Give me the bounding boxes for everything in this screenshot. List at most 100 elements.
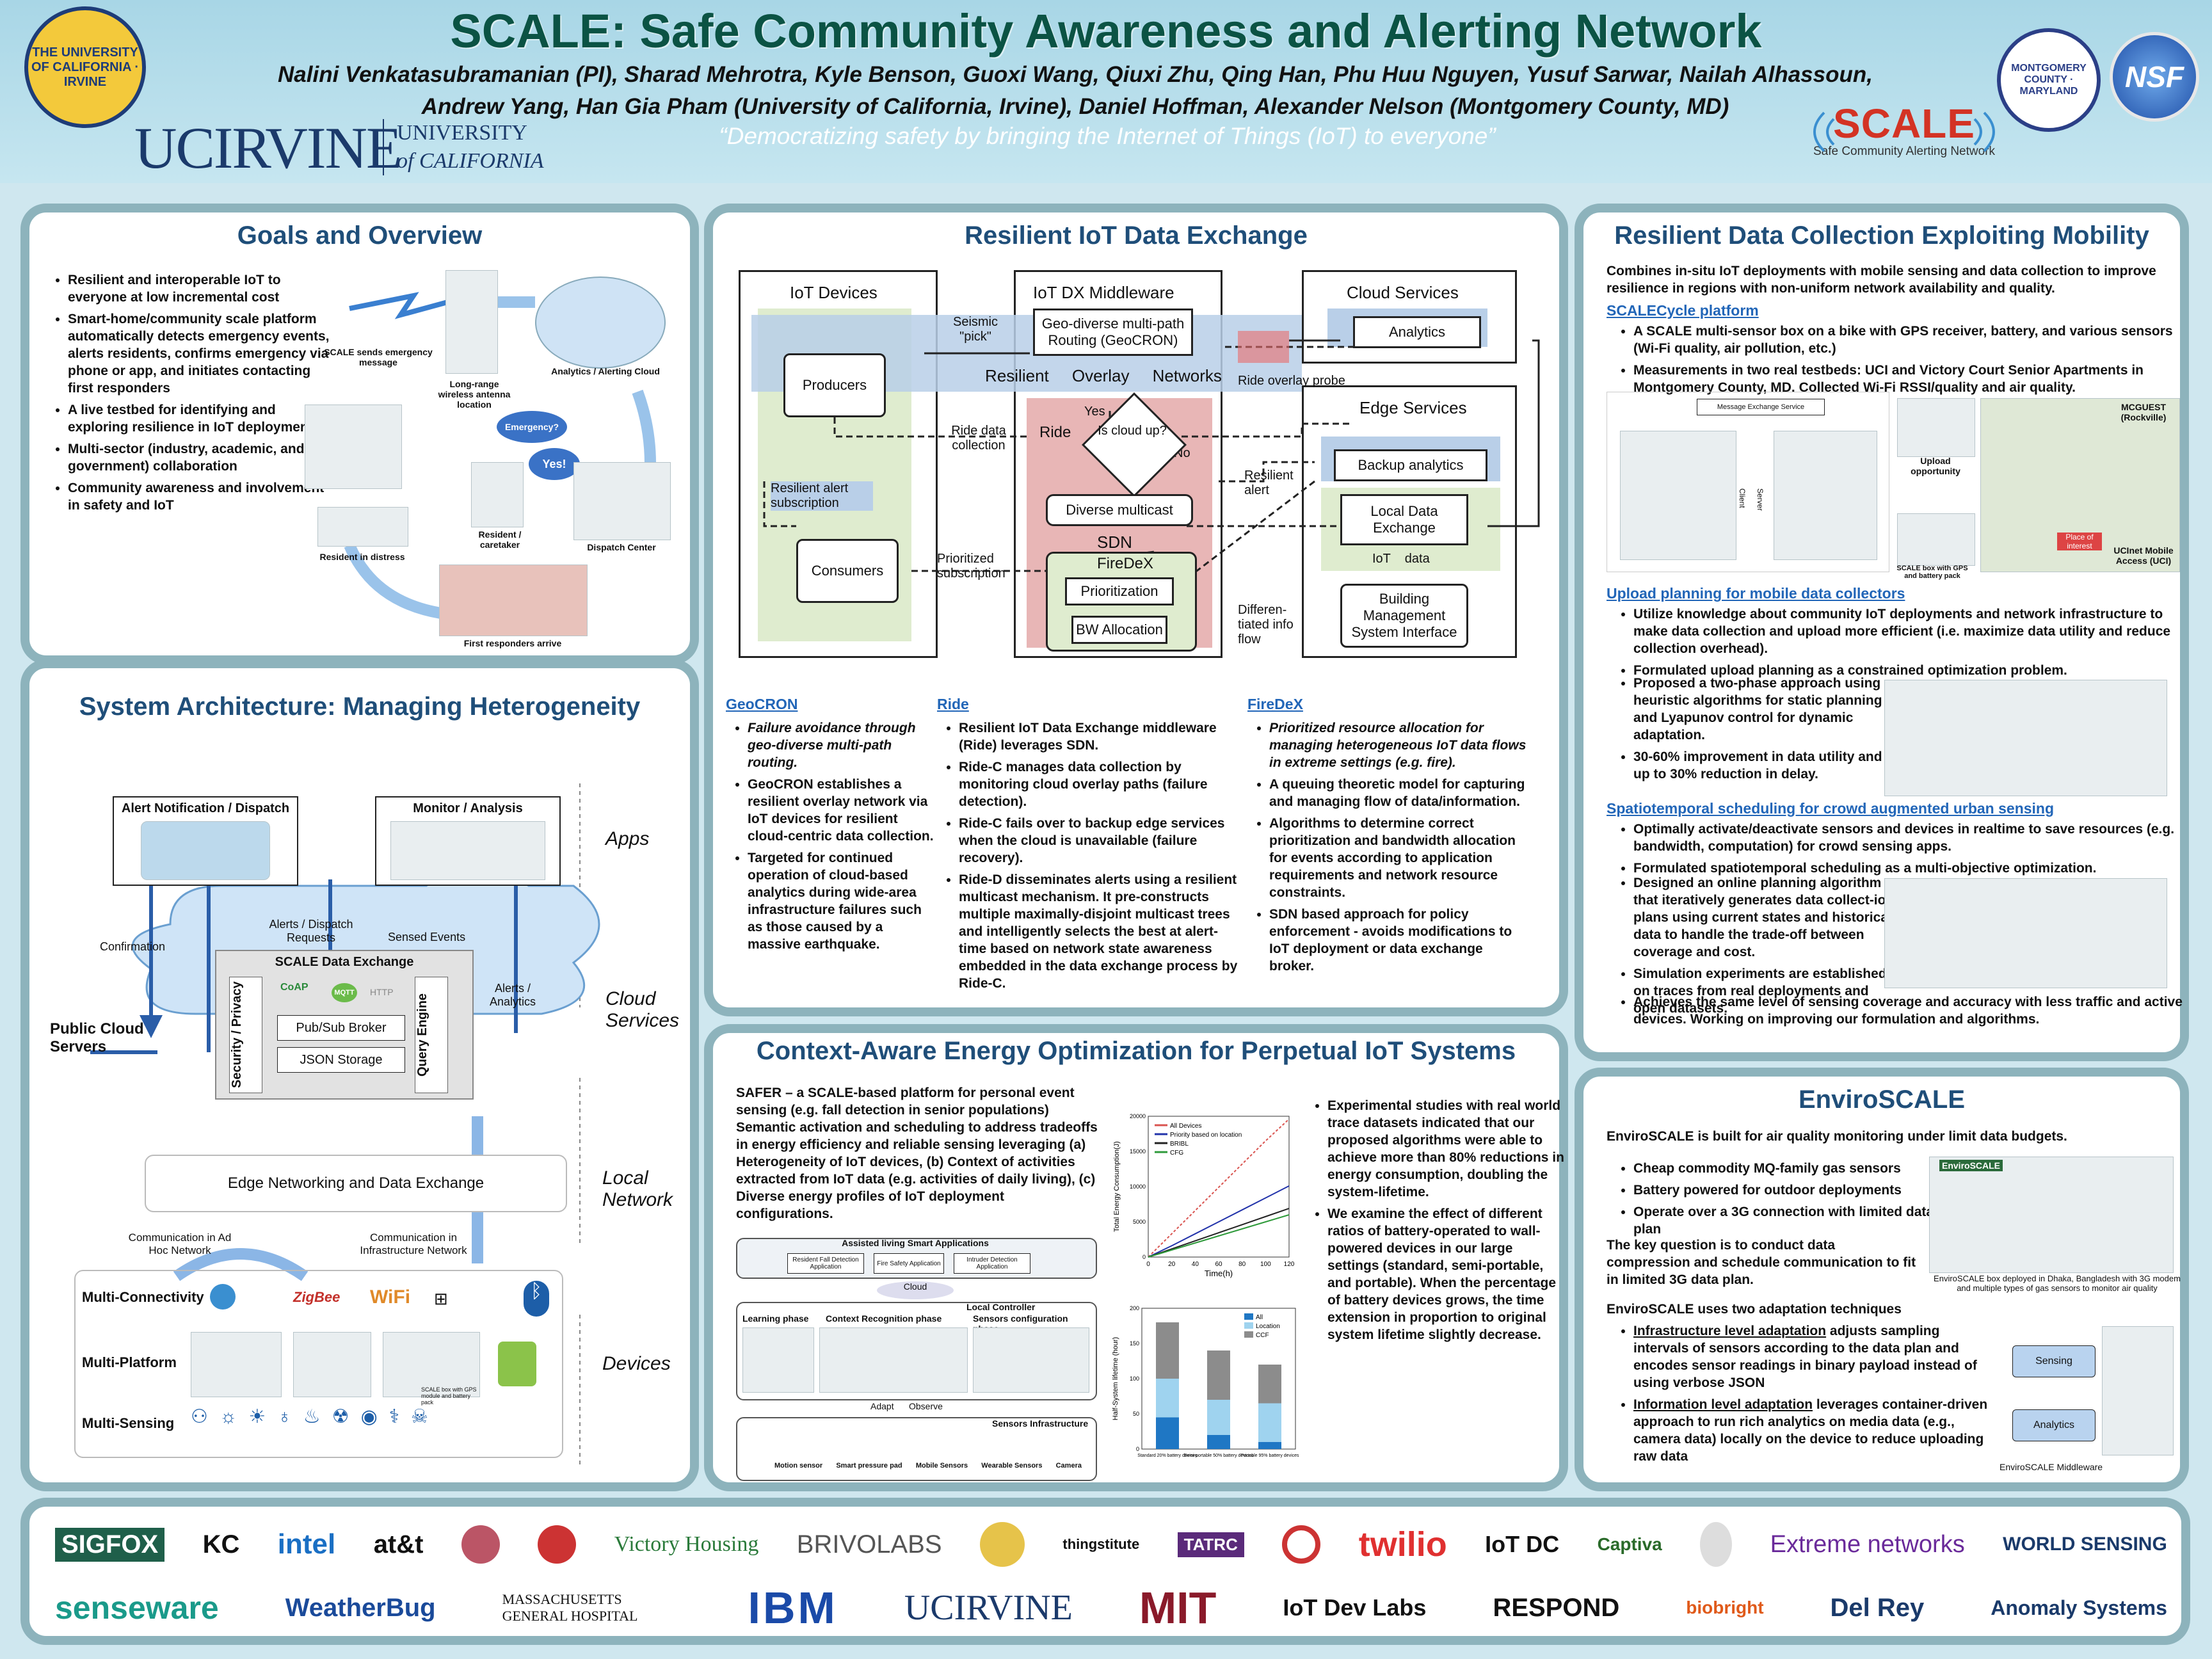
bar-segment: [1258, 1442, 1281, 1449]
bar-segment: [1207, 1350, 1230, 1400]
att-logo: at&t: [373, 1530, 424, 1559]
uci-logo: UCIRVINE: [134, 115, 402, 180]
scheduling-charts: [1884, 878, 2167, 988]
lifetime-bar-chart: Standard 20% battery devicesSemi-portabl…: [1112, 1305, 1299, 1458]
bar-segment: [1258, 1403, 1281, 1442]
dispatch-photo: [573, 462, 671, 540]
goals-heading: Goals and Overview: [237, 221, 483, 250]
emergency-bubble: Emergency?: [497, 411, 567, 443]
series-line: [1148, 1185, 1290, 1258]
y-tick-label: 0: [1142, 1254, 1146, 1260]
overview-figure: SCALE sends emergency message Long-range…: [305, 270, 689, 654]
mgh-logo: MASSACHUSETTS GENERAL HOSPITAL: [502, 1591, 638, 1624]
rdx-heading: Resilient IoT Data Exchange: [965, 221, 1308, 250]
platform-photo-3: [383, 1332, 480, 1397]
poster-header: [0, 0, 2212, 183]
scale-bike-photo: [1897, 513, 1975, 566]
alert-app-box: Alert Notification / Dispatch: [113, 796, 298, 886]
architecture-diagram: Alert Notification / Dispatch Monitor / …: [29, 668, 690, 1482]
sigfox-logo: SIGFOX: [55, 1527, 165, 1562]
captiva-logo: Captiva: [1597, 1534, 1662, 1554]
fire-truck-photo: [439, 565, 588, 636]
x-tick-label: 20: [1168, 1261, 1176, 1268]
x-tick-label: 60: [1215, 1261, 1222, 1268]
mobility-panel: Resilient Data Collection Exploiting Mob…: [1575, 204, 2189, 1061]
bar-segment: [1156, 1322, 1179, 1379]
sensing-icons: ⚇☼☀♁♨☢◉⚕☠: [191, 1406, 440, 1427]
bar-segment: [1258, 1365, 1281, 1404]
client-diagram: [1620, 431, 1736, 560]
x-tick-label: 40: [1192, 1261, 1199, 1268]
sensors-infra-box: [736, 1417, 1097, 1481]
context-figure: [819, 1327, 968, 1393]
diverse-multicast-box: Diverse multicast: [1046, 494, 1193, 526]
energy-bullets: Experimental studies with real world tra…: [1308, 1097, 1564, 1348]
learning-figure: [742, 1327, 814, 1393]
goals-panel: Goals and Overview Resilient and interop…: [20, 204, 699, 664]
enviroscale-panel: EnviroSCALE EnviroSCALE is built for air…: [1575, 1068, 2189, 1491]
ucirvine-sponsor-logo: UCIRVINE: [904, 1588, 1073, 1628]
uc-seal-logo: THE UNIVERSITY OF CALIFORNIA · IRVINE: [24, 6, 146, 128]
y-axis-label: Total Energy Consumption(J): [1113, 1141, 1121, 1232]
consumers-box: Consumers: [796, 539, 899, 603]
bar-segment: [1156, 1379, 1179, 1418]
respond-logo: RESPOND: [1493, 1593, 1620, 1622]
victory-housing-logo: Victory Housing: [614, 1532, 759, 1556]
series-line: [1148, 1214, 1290, 1258]
intel-logo: intel: [277, 1528, 336, 1560]
montgomery-county-seal: MONTGOMERY COUNTY · MARYLAND: [1997, 28, 2101, 132]
iotdevlabs-logo: IoT Dev Labs: [1283, 1594, 1427, 1621]
server-diagram: [1774, 431, 1877, 560]
platform-photo-2: [293, 1332, 371, 1397]
kc-logo: KC: [202, 1530, 240, 1559]
poster-title: SCALE: Safe Community Awareness and Aler…: [450, 4, 1762, 58]
legend-swatch: [1244, 1313, 1253, 1320]
network-icon: ⊞: [434, 1289, 448, 1308]
iotdc-logo: IoT DC: [1485, 1531, 1560, 1557]
bar-segment: [1207, 1400, 1230, 1435]
wifi-icon: WiFi: [370, 1286, 411, 1308]
red-seal-logo: [538, 1525, 577, 1564]
platform-photo-1: [191, 1332, 282, 1397]
radio-waves-icon: [1813, 111, 1995, 152]
caretaker-photo: [471, 462, 524, 527]
resident-photo: [317, 507, 408, 547]
worldsensing-logo: WORLD SENSING: [2003, 1534, 2167, 1555]
monitor-app-box: Monitor / Analysis: [375, 796, 561, 886]
json-storage-box: JSON Storage: [277, 1047, 405, 1073]
x-tick-label: 100: [1260, 1261, 1271, 1268]
mobility-heading: Resilient Data Collection Exploiting Mob…: [1614, 221, 2149, 250]
antenna-building-photo: [445, 270, 498, 374]
enviroscale-middleware-diagram: Sensing Analytics EnviroSCALE Middleware: [1974, 1313, 2179, 1480]
monitor-screenshot: [390, 821, 545, 880]
devices-box: Multi-Connectivity Multi-Platform Multi-…: [74, 1270, 563, 1458]
twilio-logo: twilio: [1358, 1525, 1447, 1564]
author-list: Nalini Venkatasubramanian (PI), Sharad M…: [278, 62, 1873, 119]
legend-label: Location: [1256, 1323, 1280, 1330]
bar-segment: [1156, 1417, 1179, 1449]
legend-label: Priority based on location: [1170, 1132, 1242, 1139]
rdx-panel: Resilient IoT Data Exchange IoT Devices …: [704, 204, 1568, 1016]
y-tick-label: 20000: [1130, 1113, 1146, 1119]
upload-planning-charts: [1884, 680, 2167, 796]
biobright-logo: biobright: [1686, 1598, 1764, 1617]
brivolabs-logo: BRIVOLABS: [796, 1530, 942, 1559]
legend-swatch: [1244, 1331, 1253, 1338]
y-tick-label: 100: [1130, 1375, 1139, 1382]
iot-devices-col: [739, 270, 938, 658]
energy-panel: Context-Aware Energy Optimization for Pe…: [704, 1024, 1568, 1491]
rdx-diagram: IoT Devices IoT DX Middleware Cloud Serv…: [739, 270, 1551, 705]
bluetooth-icon: ᛒ: [524, 1281, 549, 1317]
sensors-config-figure: [973, 1327, 1089, 1393]
sponsors-panel: SIGFOX KC intel at&t Victory Housing BRI…: [20, 1498, 2190, 1645]
android-icon: [498, 1342, 536, 1386]
x-tick-label: 120: [1284, 1261, 1295, 1268]
mqtt-icon: MQTT: [332, 983, 357, 1002]
y-tick-label: 150: [1130, 1340, 1139, 1347]
cloud-shape: [535, 276, 666, 369]
sponsor-row-1: SIGFOX KC intel at&t Victory Housing BRI…: [55, 1522, 2167, 1567]
enviroscale-box-photo: [1929, 1157, 2174, 1273]
enviroscale-heading: EnviroSCALE: [1798, 1086, 1966, 1114]
